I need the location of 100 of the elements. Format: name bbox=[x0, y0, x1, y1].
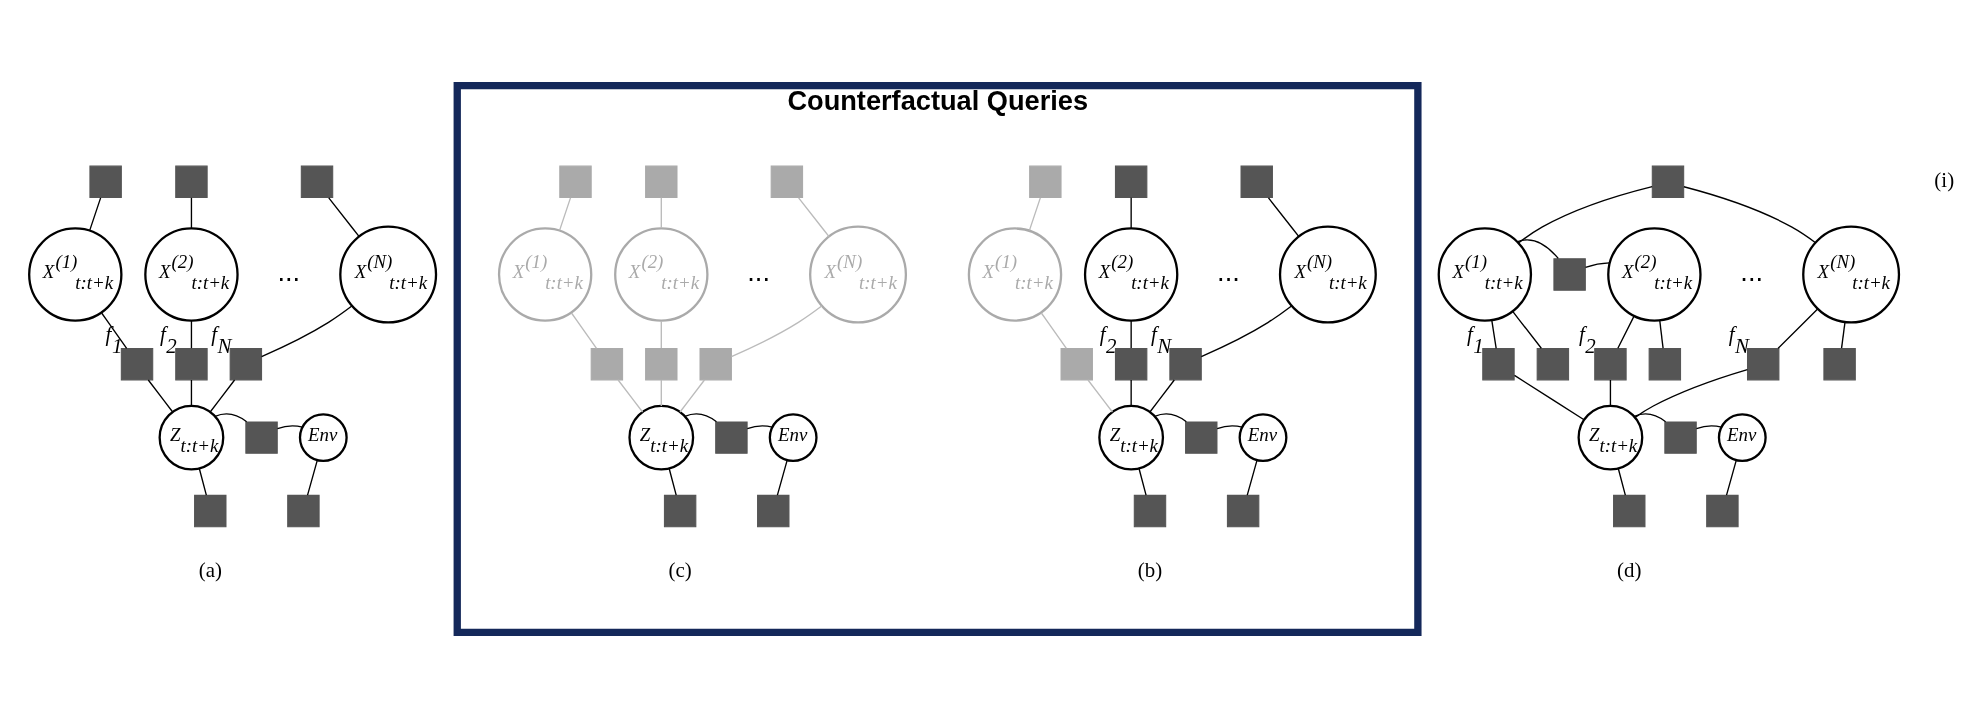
node-box bbox=[1133, 494, 1167, 527]
node-box bbox=[194, 494, 227, 527]
node-box bbox=[663, 494, 697, 527]
node-box bbox=[1823, 347, 1856, 380]
label: (b) bbox=[1137, 557, 1163, 582]
connector bbox=[198, 467, 207, 496]
connector bbox=[101, 312, 128, 349]
label: ... bbox=[1217, 255, 1240, 287]
connector bbox=[190, 378, 193, 407]
node-box bbox=[590, 347, 624, 380]
node-box bbox=[715, 420, 748, 454]
node-box bbox=[1706, 494, 1739, 527]
connector bbox=[1130, 378, 1132, 407]
connector bbox=[558, 196, 572, 231]
connector bbox=[1777, 308, 1819, 349]
connector bbox=[190, 319, 193, 349]
label: ... bbox=[747, 255, 770, 287]
node-box bbox=[1185, 420, 1218, 454]
node-box bbox=[1060, 347, 1093, 380]
connector bbox=[746, 424, 774, 429]
connector bbox=[276, 424, 304, 429]
connector bbox=[1130, 319, 1132, 349]
label: (a) bbox=[198, 557, 222, 582]
connector bbox=[89, 196, 102, 231]
connector bbox=[1512, 310, 1542, 349]
connector bbox=[571, 312, 598, 349]
node-box bbox=[1029, 165, 1062, 198]
connector bbox=[660, 319, 662, 349]
node-box bbox=[1613, 494, 1646, 527]
connector bbox=[1149, 378, 1175, 413]
node-box bbox=[245, 420, 278, 454]
label: (c) bbox=[668, 557, 692, 582]
node-circle: Env bbox=[768, 412, 818, 462]
node-box bbox=[559, 165, 592, 198]
node-box bbox=[287, 494, 320, 527]
connector bbox=[1584, 261, 1611, 268]
node-box bbox=[175, 165, 208, 198]
label: (i) bbox=[1934, 167, 1955, 192]
connector bbox=[684, 412, 718, 422]
connector bbox=[776, 458, 788, 496]
connector bbox=[1659, 319, 1664, 349]
connector bbox=[660, 196, 662, 229]
connector bbox=[209, 378, 236, 413]
node-box bbox=[1226, 494, 1260, 527]
connector bbox=[617, 378, 644, 413]
label: (d) bbox=[1617, 557, 1642, 582]
connector bbox=[1138, 467, 1147, 496]
connector bbox=[1617, 315, 1635, 349]
connector bbox=[1695, 424, 1723, 429]
connector bbox=[1154, 412, 1188, 422]
node-box bbox=[1240, 165, 1273, 198]
connector bbox=[797, 196, 830, 237]
connector bbox=[730, 304, 823, 357]
connector bbox=[1634, 368, 1749, 418]
connector bbox=[660, 378, 662, 407]
connector bbox=[668, 467, 677, 496]
node-box bbox=[645, 165, 678, 198]
connector bbox=[1609, 378, 1612, 407]
connector bbox=[679, 378, 706, 413]
connector bbox=[147, 378, 174, 413]
node-box bbox=[1651, 165, 1685, 198]
connector bbox=[1028, 196, 1041, 231]
connector bbox=[1633, 412, 1667, 422]
connector bbox=[1725, 458, 1737, 496]
node-box bbox=[645, 347, 678, 380]
connector bbox=[190, 196, 193, 229]
node-box bbox=[1553, 257, 1586, 291]
node-circle: Env bbox=[1717, 412, 1767, 462]
node-box bbox=[120, 347, 154, 380]
node-box bbox=[1114, 347, 1148, 380]
connector bbox=[1267, 196, 1300, 237]
connector bbox=[1513, 374, 1585, 420]
connector bbox=[1087, 378, 1114, 413]
connector bbox=[1040, 312, 1068, 349]
node-box bbox=[757, 494, 790, 527]
connector bbox=[1518, 185, 1653, 243]
node-circle: Env bbox=[298, 412, 348, 462]
node-circle: Env bbox=[1238, 412, 1288, 462]
connector bbox=[1246, 458, 1258, 496]
connector bbox=[328, 196, 360, 237]
node-box bbox=[699, 347, 732, 380]
label: ... bbox=[1740, 255, 1764, 287]
node-box bbox=[175, 347, 208, 380]
node-box bbox=[300, 165, 334, 198]
node-box bbox=[1594, 347, 1627, 380]
node-box bbox=[1482, 347, 1515, 380]
connector bbox=[214, 412, 248, 422]
connector bbox=[1491, 319, 1497, 349]
node-box bbox=[1648, 347, 1682, 380]
connector bbox=[1216, 424, 1243, 429]
node-box bbox=[1664, 420, 1697, 454]
connector bbox=[1617, 467, 1626, 496]
connector bbox=[1840, 320, 1846, 349]
node-box bbox=[89, 165, 122, 198]
connector bbox=[1516, 238, 1559, 259]
connector bbox=[260, 304, 353, 357]
label: ... bbox=[277, 255, 301, 287]
connector bbox=[1130, 196, 1132, 229]
connector bbox=[306, 458, 318, 496]
node-box bbox=[770, 165, 804, 198]
